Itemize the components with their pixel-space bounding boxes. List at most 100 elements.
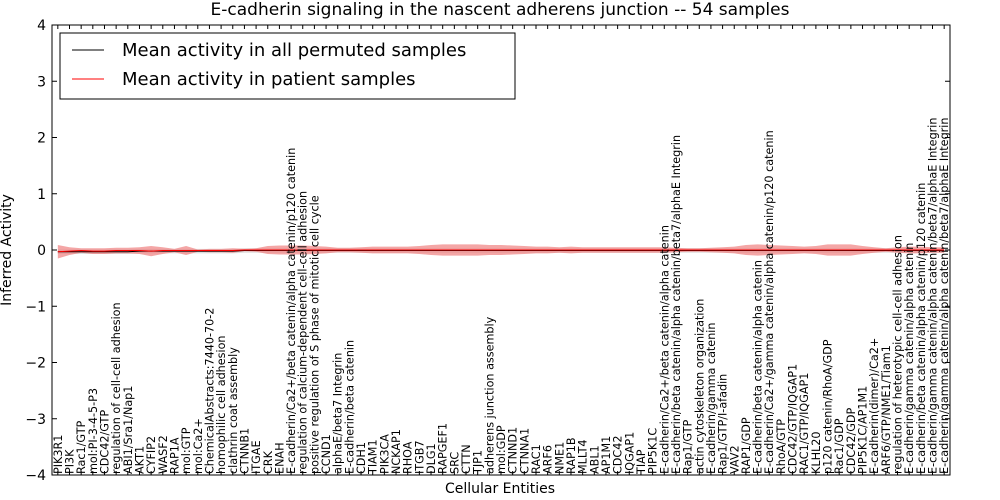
category-label: E-cadherin/beta catenin/alpha catenin	[752, 260, 765, 474]
category-label: regulation of cell-cell adhesion	[110, 302, 123, 474]
category-label: E-cadherin/beta catenin	[343, 340, 356, 474]
y-tick-label: −4	[25, 468, 46, 484]
category-label: PIP5K1C	[647, 428, 660, 474]
category-label: homophilic cell adhesion	[215, 335, 228, 474]
legend-label-permuted: Mean activity in all permuted samples	[122, 40, 466, 61]
category-label: Rap1/GTP/I-afadin	[717, 374, 730, 474]
category-label: E-cadherin/gamma catenin/alpha catenin/b…	[938, 118, 951, 474]
y-tick-label: 0	[37, 243, 46, 259]
category-label: CTNNB1	[238, 428, 251, 474]
category-label: Rap1/GTP	[682, 420, 695, 474]
x-axis-label: Cellular Entities	[445, 481, 555, 497]
category-label: AP1M1	[600, 436, 613, 474]
category-label: IQGAP1	[623, 432, 636, 474]
category-label: TIAM1	[367, 439, 380, 475]
category-label: ARF6/GTP/NME1/Tiam1	[880, 345, 893, 474]
category-label: CDH1	[355, 442, 368, 474]
y-tick-label: −2	[25, 356, 46, 372]
category-label: SRC	[448, 452, 461, 474]
category-label: RAPGEF1	[437, 423, 450, 474]
category-label: ARF6	[542, 445, 555, 474]
category-label: VAV2	[728, 445, 741, 474]
y-tick-label: −1	[25, 299, 46, 315]
category-label: E-cadherin/beta catenin/alpha catenin/be…	[670, 135, 683, 474]
legend-label-patient: Mean activity in patient samples	[122, 69, 416, 90]
legend-box	[59, 32, 516, 100]
y-tick-label: −3	[25, 412, 46, 428]
category-label: CCND1	[320, 434, 333, 474]
category-label: mol:PI-3-4-5-P3	[87, 388, 100, 474]
series-line-permuted	[57, 250, 945, 253]
category-label: alphaE/beta7 Integrin	[332, 353, 345, 474]
category-label: E-cadherin/gamma catenin/alpha catenin	[903, 243, 916, 474]
legend: Mean activity in all permuted samples Me…	[59, 32, 516, 100]
category-label: Rac1/GDP	[833, 418, 846, 474]
category-label: regulation of calcium-dependent cell-cel…	[297, 191, 310, 474]
category-label: WASF2	[157, 435, 170, 474]
category-label: PIK3CA	[378, 434, 391, 474]
category-label: DLG1	[425, 443, 438, 474]
category-label: ABL1	[588, 445, 601, 474]
category-label: CDC42	[612, 436, 625, 474]
category-label: RAC1/GTP/IQGAP1	[798, 373, 811, 474]
category-label: CYFIP2	[145, 436, 158, 474]
category-label: positive regulation of S phase of mitoti…	[308, 195, 321, 474]
category-label: mol:GTP	[180, 427, 193, 474]
category-label: ITGB7	[413, 440, 426, 474]
y-tick-label: 1	[37, 187, 46, 203]
category-label: E-cadherin/Ca2+/gamma catenin/alpha cate…	[763, 130, 776, 474]
category-label: TIAP	[635, 449, 648, 475]
y-tick-label: 3	[37, 74, 46, 90]
category-label: MLLT4	[577, 439, 590, 474]
category-label: AKT1	[133, 446, 146, 474]
category-label: PI3K	[63, 449, 76, 474]
category-label: ENAH	[273, 442, 286, 474]
category-label: ITGAE	[250, 440, 263, 474]
category-label: CTNNA1	[518, 428, 531, 474]
y-axis-label: Inferred Activity	[0, 194, 15, 306]
y-tick-label: 2	[37, 131, 46, 147]
category-label: TJP1	[472, 450, 485, 475]
category-label: p120 catenin/RhoA/GDP	[822, 339, 835, 474]
category-label: CTNND1	[507, 427, 520, 474]
category-label: E-cadherin/gamma catenin/alpha catenin/b…	[927, 118, 940, 474]
category-label: ChemicalAbstracts:7440-70-2	[203, 308, 216, 474]
category-label: actin cytoskeleton organization	[693, 299, 706, 474]
category-labels: PIK3R1PI3KRac1/GTPmol:PI-3-4-5-P3CDC42/G…	[52, 118, 951, 475]
category-label: E-cadherin/Ca2+/beta catenin/alpha caten…	[285, 148, 298, 474]
category-label: RAC1	[530, 444, 543, 474]
category-label: RhoA/GTP	[775, 419, 788, 474]
category-label: CDC42/GDP	[845, 407, 858, 474]
series-line-patient	[57, 249, 945, 253]
category-label: CRK	[262, 450, 275, 474]
category-label: regulation of heterotypic cell-cell adhe…	[892, 235, 905, 474]
category-label: mol:Ca2+	[192, 418, 205, 474]
band-patient	[57, 244, 945, 259]
category-label: E-cadherin/gamma catenin	[705, 323, 718, 475]
y-tick-label: 4	[37, 18, 46, 34]
category-label: CDC42/GTP	[98, 410, 111, 474]
x-axis	[57, 25, 945, 475]
category-label: Rac1/GTP	[75, 420, 88, 474]
y-axis: −4 −3 −2 −1 0 1 2 3 4	[25, 18, 950, 484]
category-label: E-cadherin/beta catenin/alpha catenin/p1…	[915, 183, 928, 474]
category-label: CDC42/GTP/IQGAP1	[787, 364, 800, 474]
chart-title: E-cadherin signaling in the nascent adhe…	[211, 0, 790, 20]
lines-layer	[57, 249, 945, 253]
category-label: PIP5K1C/AP1M1	[857, 386, 870, 474]
category-label: clathrin coat assembly	[227, 347, 240, 474]
category-label: mol:GDP	[495, 425, 508, 474]
category-label: RAP1/GDP	[740, 417, 753, 474]
category-label: NME1	[553, 442, 566, 474]
category-label: CTTN	[460, 444, 473, 474]
category-label: RAP1A	[168, 437, 181, 474]
category-label: NCKAP1	[390, 429, 403, 474]
category-label: RAP1B	[565, 437, 578, 474]
category-label: adherens junction assembly	[483, 316, 496, 474]
category-label: RHOA	[402, 441, 415, 474]
category-label: E-cadherin(dimer)/Ca2+	[868, 338, 881, 474]
category-label: KLHL20	[810, 432, 823, 474]
category-label: PIK3R1	[52, 435, 65, 474]
category-label: ABI1/Sra1/Nap1	[122, 386, 135, 474]
